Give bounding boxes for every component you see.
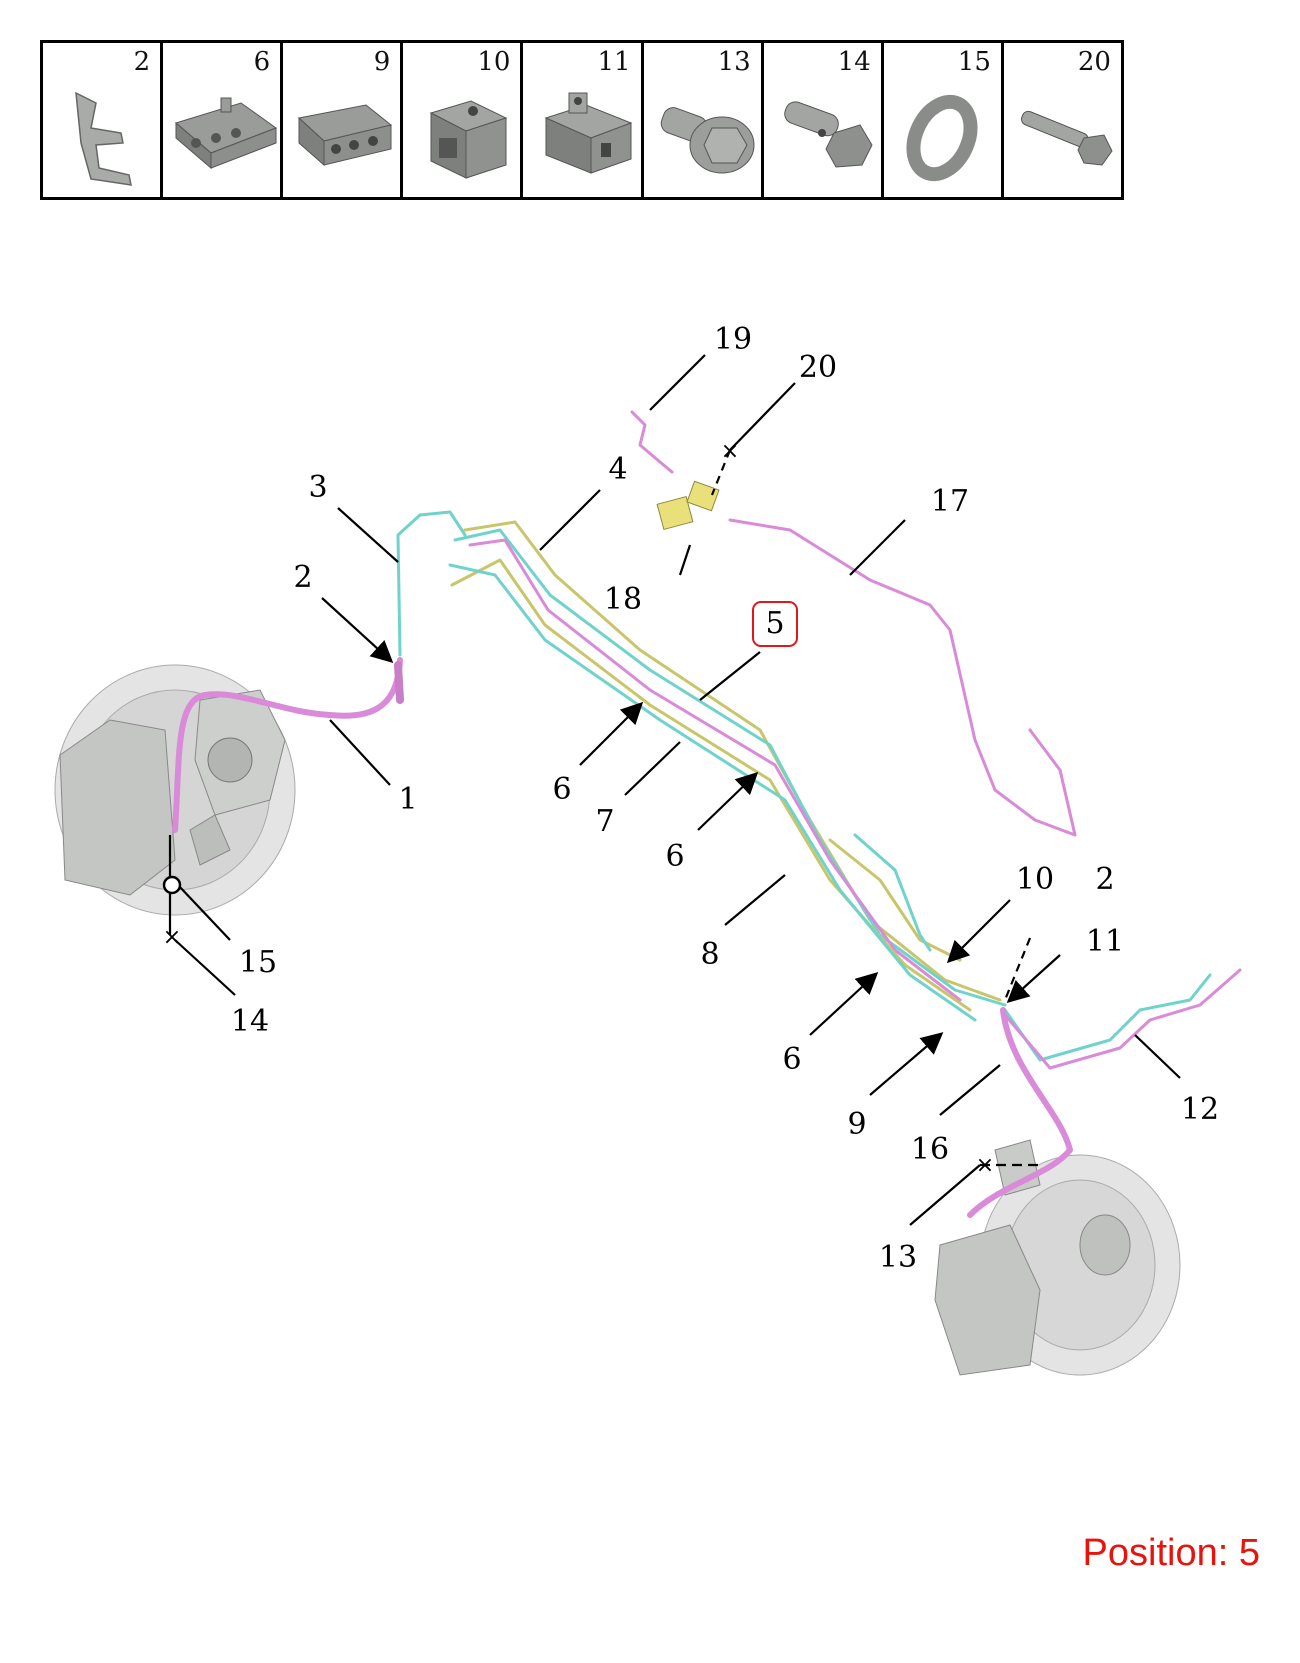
callout-4[interactable]: 4: [608, 452, 628, 487]
parts-cell-13[interactable]: 13: [644, 43, 764, 197]
part-number: 11: [597, 47, 631, 77]
hose-1-sleeve: [394, 661, 404, 704]
callout-3[interactable]: 3: [308, 470, 328, 505]
leader-lines: [168, 354, 1181, 1226]
part-number: 13: [717, 47, 751, 77]
pipe-holder-6-icon: [175, 97, 278, 170]
pipe-yellow-loop: [828, 838, 962, 962]
callout-13[interactable]: 13: [878, 1240, 918, 1275]
hose-16: [967, 1007, 1073, 1218]
callout-16[interactable]: 16: [910, 1132, 950, 1167]
pipe-4: [463, 520, 1002, 1002]
pipe-3: [396, 510, 467, 657]
banjo-bolt-icon: [783, 101, 873, 168]
brake-pipes: [172, 410, 1242, 1218]
part-number: 15: [957, 47, 991, 77]
parts-cell-20[interactable]: 20: [1004, 43, 1121, 197]
parts-cell-9[interactable]: 9: [283, 43, 404, 197]
part-number: 6: [253, 47, 271, 77]
callout-2-left[interactable]: 2: [293, 560, 313, 595]
parts-table: 2 6 9 10 11: [40, 40, 1124, 200]
parts-cell-15[interactable]: 15: [884, 43, 1004, 197]
callout-12[interactable]: 12: [1180, 1092, 1220, 1127]
pipe-19: [630, 410, 674, 474]
callout-2-right[interactable]: 2: [1095, 862, 1115, 897]
junction-block-18: [656, 480, 720, 531]
hose-1: [172, 657, 403, 833]
part-number: 10: [477, 47, 511, 77]
callout-10[interactable]: 10: [1015, 862, 1055, 897]
parts-cell-6[interactable]: 6: [163, 43, 284, 197]
part-number: 2: [133, 47, 151, 77]
svg-text:×: ×: [721, 439, 739, 464]
svg-text:×: ×: [976, 1153, 994, 1178]
sealing-ring-icon: [906, 94, 978, 182]
pipe-holder-9-icon: [298, 104, 393, 167]
hex-bolt-icon: [1020, 110, 1113, 166]
callout-15[interactable]: 15: [238, 945, 278, 980]
callout-17[interactable]: 17: [930, 484, 970, 519]
symbols: × × ×: [162, 439, 994, 1178]
highlight-box: [752, 601, 798, 647]
callout-7[interactable]: 7: [595, 804, 615, 839]
pipe-12-pink: [1003, 968, 1242, 1070]
pipe-5: [453, 528, 1007, 1007]
callout-1[interactable]: 1: [398, 782, 418, 817]
pipe-12-cyan: [1003, 973, 1212, 1062]
pipe-7: [450, 558, 972, 1012]
svg-text:×: ×: [163, 925, 181, 950]
parts-cell-11[interactable]: 11: [523, 43, 644, 197]
pipe-6: [468, 538, 962, 1002]
part-number: 20: [1077, 47, 1111, 77]
right-brake-assembly: [934, 1139, 1181, 1376]
callout-8[interactable]: 8: [700, 937, 720, 972]
callout-11[interactable]: 11: [1085, 924, 1125, 959]
position-label: Position: 5: [1082, 1532, 1260, 1574]
clip-icon: [75, 91, 132, 186]
callout-18[interactable]: 18: [603, 582, 643, 617]
bracket-10-icon: [429, 100, 508, 179]
callout-6-mid[interactable]: 6: [665, 839, 685, 874]
callout-20[interactable]: 20: [798, 350, 838, 385]
part-number: 14: [837, 47, 871, 77]
callout-9[interactable]: 9: [847, 1107, 867, 1142]
parts-cell-14[interactable]: 14: [764, 43, 884, 197]
callout-19[interactable]: 19: [713, 322, 753, 357]
part-number: 9: [373, 47, 391, 77]
callout-5[interactable]: 5: [765, 606, 785, 641]
parts-cell-10[interactable]: 10: [403, 43, 524, 197]
bolt-flange-icon: [660, 107, 755, 174]
callout-14[interactable]: 14: [230, 1004, 270, 1039]
callout-6-top[interactable]: 6: [552, 772, 572, 807]
pipe-17: [728, 518, 1077, 837]
callout-6-bottom[interactable]: 6: [782, 1042, 802, 1077]
bracket-11-icon: [545, 92, 633, 174]
parts-cell-2[interactable]: 2: [43, 43, 164, 197]
pipe-cyan-loop: [853, 833, 932, 952]
pipe-8: [448, 563, 977, 1022]
